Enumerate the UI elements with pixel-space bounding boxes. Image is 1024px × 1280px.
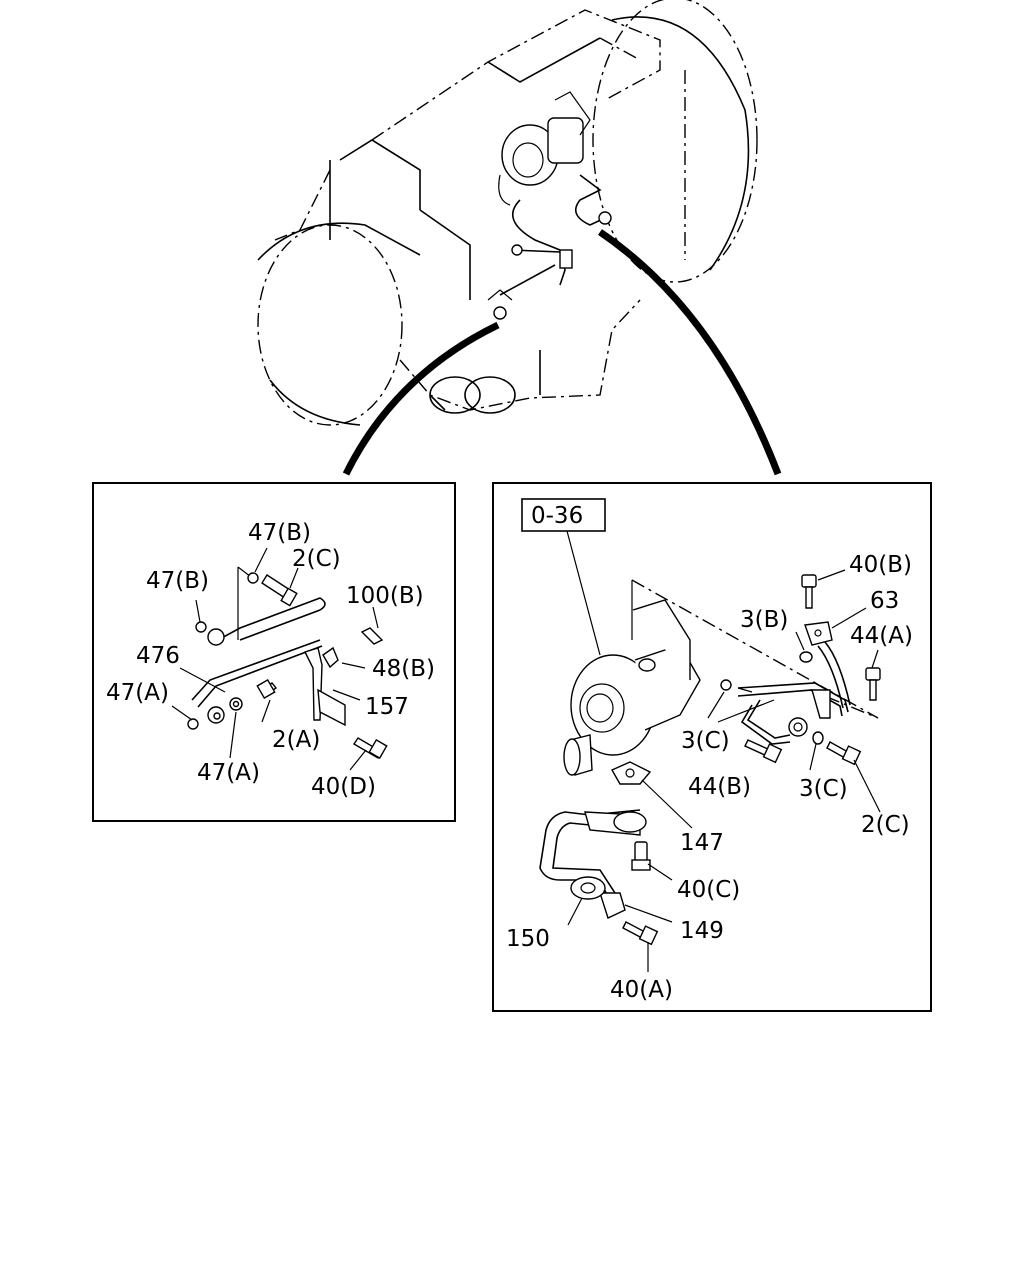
- label-3c-right: 3(C): [799, 776, 848, 802]
- right-detail-panel: 0-36: [492, 482, 932, 1012]
- right-labels: 40(B) 63 3(B) 44(A) 3(C) 44(B) 3(C) 2(C)…: [506, 552, 913, 1003]
- label-47a-left: 47(A): [106, 680, 169, 706]
- label-40c: 40(C): [677, 877, 740, 903]
- gasket-147: [611, 761, 652, 785]
- label-47a-bottom: 47(A): [197, 760, 260, 786]
- label-40a: 40(A): [610, 977, 673, 1003]
- ref-box: [521, 498, 606, 532]
- label-63: 63: [870, 588, 899, 614]
- label-47b-left: 47(B): [146, 568, 209, 594]
- right-leaders: [567, 569, 881, 972]
- leader-arc-right: [598, 229, 782, 476]
- label-100b: 100(B): [346, 583, 424, 609]
- label-2a: 2(A): [272, 727, 320, 753]
- right-panel-frame: [492, 482, 932, 1012]
- label-149: 149: [680, 918, 724, 944]
- label-2c: 2(C): [292, 546, 341, 572]
- label-40d: 40(D): [311, 774, 376, 800]
- left-leaders: [171, 547, 379, 771]
- label-40b: 40(B): [849, 552, 912, 578]
- leader-arc-left: [342, 321, 500, 476]
- left-detail-panel: [92, 482, 456, 822]
- flange-150: [570, 876, 606, 900]
- drain-pipe-149: [539, 809, 641, 896]
- engine-overview: [257, 0, 758, 426]
- turbocharger: [563, 599, 701, 776]
- label-47b-top: 47(B): [248, 520, 311, 546]
- ref-box-label: 0-36: [531, 503, 583, 529]
- label-44a: 44(A): [850, 623, 913, 649]
- label-44b: 44(B): [688, 774, 751, 800]
- pipe-476: [217, 597, 326, 641]
- label-2c-right: 2(C): [861, 812, 910, 838]
- label-150: 150: [506, 926, 550, 952]
- label-3c-left: 3(C): [681, 728, 730, 754]
- label-147: 147: [680, 830, 724, 856]
- label-48b: 48(B): [372, 656, 435, 682]
- left-panel-frame: [92, 482, 456, 822]
- label-476: 476: [136, 643, 180, 669]
- bracket-157: [304, 647, 323, 721]
- label-157: 157: [365, 694, 409, 720]
- left-labels: 47(B) 2(C) 47(B) 100(B) 476 48(B) 47(A) …: [106, 520, 435, 800]
- label-3b: 3(B): [740, 607, 788, 633]
